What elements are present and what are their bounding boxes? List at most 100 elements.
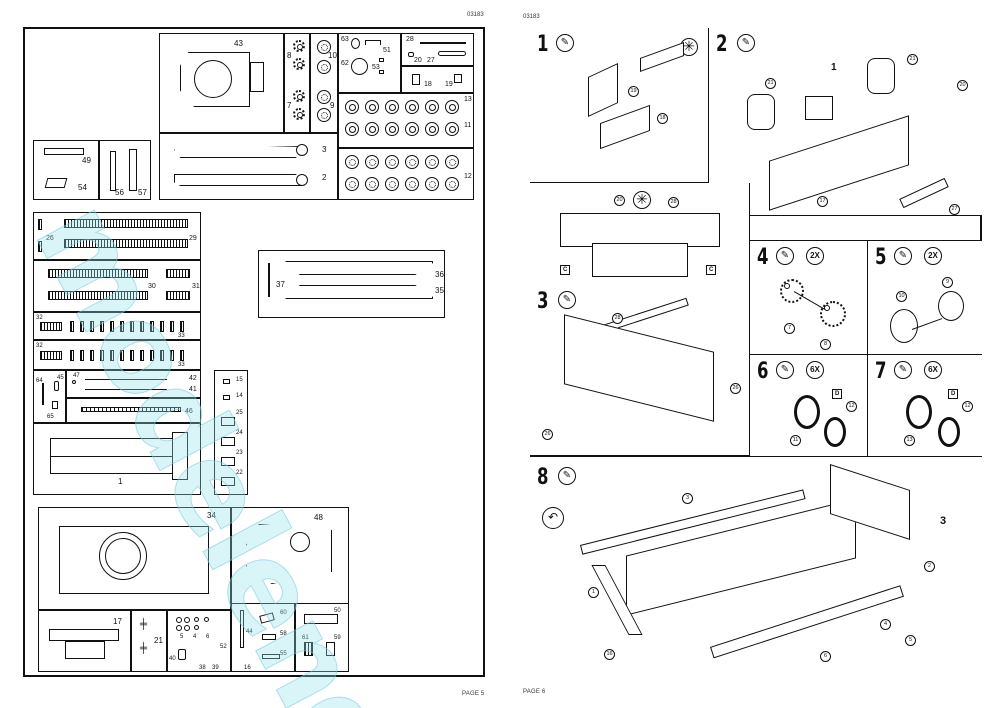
part-number: 6 (206, 634, 210, 640)
part-number: 36 (435, 270, 444, 279)
part-number: 11 (464, 122, 472, 129)
part-number: 34 (207, 511, 216, 520)
part-callout: 2 (924, 561, 935, 572)
part-callout: 20 (957, 80, 968, 91)
part-box-turret: 43 (159, 33, 284, 133)
sprocket (293, 90, 305, 102)
step-5: 5 ✎ 2X 10 9 (868, 240, 982, 355)
part-number: 37 (276, 280, 285, 289)
part-callout: 12 (962, 401, 973, 412)
part-box-tracks-mid: 30 31 (33, 260, 201, 312)
step-6: 6 ✎ 6X D 11 12 (750, 355, 868, 456)
road-wheel (425, 177, 439, 191)
part-number: 32 (36, 343, 43, 349)
part-box-ladder: ╪ ╪ 21 (131, 610, 167, 672)
part-number: 44 (246, 629, 253, 635)
part-callout: 26 (542, 429, 553, 440)
skirt-35 (285, 285, 433, 299)
part-box-hatches: 15 14 25 24 23 22 (214, 370, 248, 495)
track-link (170, 350, 174, 361)
part-number: 46 (185, 408, 193, 415)
ammo-rack (747, 94, 775, 130)
part-callout: 12 (846, 401, 857, 412)
step-number: 1 (537, 32, 549, 57)
part-box-track-links-1: 32 33 (33, 312, 201, 340)
star-icon: ✳ (633, 191, 651, 209)
antenna-41 (85, 389, 167, 390)
track-link (150, 321, 154, 332)
part-27 (438, 51, 466, 56)
part-44 (240, 610, 244, 648)
part-box-turret-top: 48 (231, 507, 349, 610)
arm-27 (899, 177, 949, 209)
part-number: 50 (334, 608, 341, 614)
part-number: 59 (334, 635, 341, 641)
part-callout: 28 (668, 197, 679, 208)
part-box-tracks-long: 26 29 (33, 212, 201, 260)
step-number: 2 (716, 32, 728, 57)
part-64 (42, 383, 44, 405)
road-wheel (365, 122, 379, 136)
part-45 (54, 381, 59, 391)
rail-wheel (296, 144, 308, 156)
part-56 (110, 151, 116, 191)
step-8: 8 ✎ ↶ 3 3 2 1 4 5 16 6 (530, 456, 982, 682)
rear-plate-lower (65, 641, 105, 659)
part-54 (44, 178, 68, 188)
hull-assembly (564, 314, 714, 422)
part-60 (259, 612, 275, 624)
road-wheel (365, 100, 379, 114)
part-callout: 13 (904, 435, 915, 446)
road-wheel (405, 122, 419, 136)
track-run (40, 351, 62, 360)
track-link (140, 350, 144, 361)
road-wheel (405, 177, 419, 191)
track-link (160, 350, 164, 361)
side-rail-2 (710, 585, 904, 659)
part-number: 2 (322, 173, 327, 182)
part-number: 26 (46, 235, 54, 242)
quantity-badge: 2X (924, 247, 942, 265)
antenna-42 (85, 379, 167, 380)
flag-c: C (706, 265, 717, 275)
track-link (90, 350, 94, 361)
part-number: 51 (383, 47, 391, 54)
part-number: 38 (199, 665, 206, 671)
ladder-glyph: ╪ (140, 619, 148, 630)
part-40 (178, 649, 186, 660)
part-number: 55 (280, 651, 287, 657)
track-link (160, 321, 164, 332)
part-number: 18 (424, 81, 432, 88)
part-47 (72, 380, 76, 384)
hull-floor-seam (50, 456, 172, 457)
flag-d: D (948, 389, 959, 399)
ring (176, 625, 182, 631)
part-box-small-b: 28 20 27 (401, 33, 474, 66)
part-55 (262, 654, 280, 659)
part-58 (262, 634, 276, 640)
road-wheel (445, 100, 459, 114)
step-number: 5 (875, 245, 887, 270)
step-4: 4 ✎ 2X 7 8 (750, 240, 868, 355)
part-number: 9 (330, 101, 335, 110)
sprocket (780, 279, 804, 303)
part-label: 1 (831, 62, 837, 73)
part-box-small-rings: 5 4 6 40 52 38 39 (167, 610, 231, 672)
quantity-badge: 6X (924, 361, 942, 379)
part-23 (221, 457, 235, 466)
ring (184, 625, 190, 631)
flag-d: D (832, 389, 843, 399)
part-61 (304, 642, 313, 656)
part-number: 60 (280, 610, 287, 616)
part-22 (221, 477, 235, 486)
track-run (166, 269, 190, 278)
part-number: 48 (314, 513, 323, 522)
part-number: 4 (193, 634, 197, 640)
part-15 (223, 379, 230, 384)
road-wheel (445, 177, 459, 191)
glue-tube-icon: ✎ (894, 361, 912, 379)
part-57 (129, 149, 137, 191)
page-6: 03183 1 ✎ ✳ 19 18 2 ✎ 21 1 21 20 17 27 ✳… (505, 0, 1000, 708)
idler-wheel (938, 291, 964, 321)
glue-tube-icon: ✎ (776, 247, 794, 265)
